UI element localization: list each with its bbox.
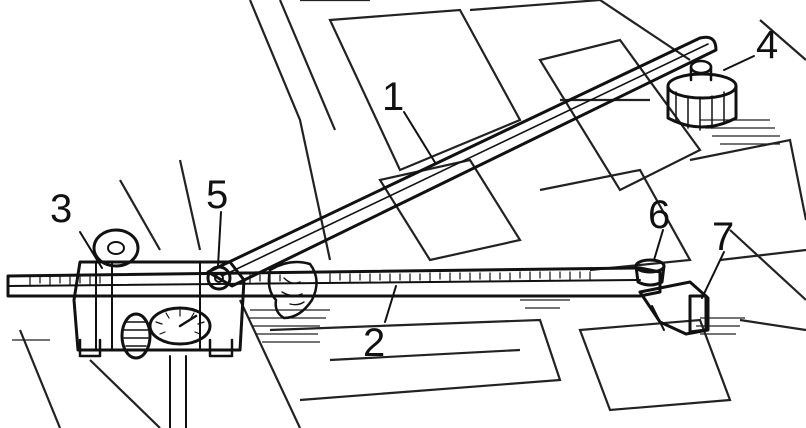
pole-weight [666, 59, 738, 131]
leader-line-2 [384, 285, 397, 323]
leader-lines [79, 55, 755, 323]
pivot-joint [206, 265, 232, 291]
tracer-point-magnifier [638, 280, 710, 336]
scale-ticks [29, 271, 591, 286]
tracer-knob [634, 258, 666, 287]
callout-number-3: 3 [50, 187, 72, 231]
measuring-wheel-carriage [72, 228, 246, 428]
leader-line-4 [723, 55, 755, 71]
callout-number-4: 4 [756, 23, 778, 67]
tracer-arm [6, 266, 662, 298]
dial-ticks [155, 309, 205, 335]
callout-number-2: 2 [363, 321, 385, 365]
map-background [18, 0, 806, 428]
leader-line-6 [653, 229, 664, 261]
leader-line-7 [701, 251, 725, 299]
operator-hand [267, 260, 318, 320]
leader-line-3 [79, 231, 103, 269]
callout-number-6: 6 [648, 193, 670, 237]
leader-line-5 [217, 211, 222, 267]
callout-number-7: 7 [712, 215, 734, 259]
callout-number-5: 5 [206, 173, 228, 217]
callout-number-1: 1 [382, 75, 404, 119]
leader-line-1 [403, 111, 437, 165]
pole-arm [206, 35, 718, 288]
shadow-hatching [12, 119, 780, 343]
